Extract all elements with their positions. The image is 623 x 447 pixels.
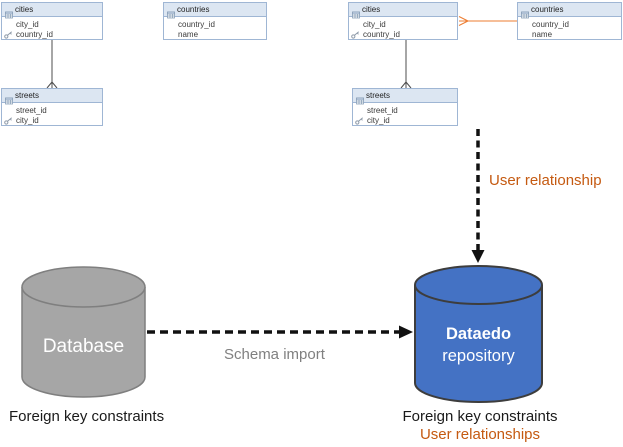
user-relationship-label: User relationship [489,172,602,189]
column-label: city_id [16,116,39,125]
repository-subtitle: repository [442,347,515,365]
table-icon [352,6,360,18]
entity-columns: country_id name [164,17,266,40]
column-label: country_id [178,20,215,29]
column-row: name [518,30,621,40]
foreign-key-icon [351,31,360,39]
entity-header: cities [349,3,457,18]
entity-header: countries [518,3,621,18]
schema-import-label: Schema import [224,346,325,363]
column-row: city_id [2,116,102,126]
user-relationship-connector [458,16,517,26]
entity-table-countries-right: countries country_id name [517,2,622,40]
column-label: country_id [532,20,569,29]
column-row: country_id [349,30,457,40]
table-icon [5,6,13,18]
fk-connector-right [400,40,412,89]
caption-foreign-key-constraints-right: Foreign key constraints [402,408,558,425]
entity-title: countries [531,5,564,14]
column-label: street_id [16,106,47,115]
database-cylinder: Database [21,266,146,398]
user-relationship-arrow [471,129,485,263]
entity-table-cities-right: cities city_id country_id [348,2,458,40]
entity-table-countries-left: countries country_id name [163,2,267,40]
column-label: name [178,30,199,39]
column-label: name [532,30,553,39]
foreign-key-icon [4,31,13,39]
entity-header: countries [164,3,266,18]
entity-columns: street_id city_id [2,103,102,126]
entity-title: countries [177,5,210,14]
column-label: country_id [16,30,53,39]
entity-columns: country_id name [518,17,621,40]
column-row: city_id [349,20,457,30]
entity-columns: city_id country_id [349,17,457,40]
entity-header: cities [2,3,102,18]
entity-columns: city_id country_id [2,17,102,40]
column-row: name [164,30,266,40]
column-row: country_id [518,20,621,30]
column-row: country_id [2,30,102,40]
column-row: street_id [2,106,102,116]
table-icon [5,92,13,104]
entity-title: streets [366,91,391,100]
column-label: street_id [367,106,398,115]
fk-connector-left [46,40,58,89]
entity-header: streets [2,89,102,104]
entity-table-streets-left: streets street_id city_id [1,88,103,126]
column-label: country_id [363,30,400,39]
entity-title: cities [15,5,34,14]
table-icon [356,92,364,104]
database-label: Database [43,336,124,357]
entity-title: streets [15,91,40,100]
repository-cylinder: Dataedo repository [414,265,543,403]
column-label: city_id [367,116,390,125]
column-row: street_id [353,106,457,116]
table-icon [167,6,175,18]
column-row: country_id [164,20,266,30]
entity-title: cities [362,5,381,14]
foreign-key-icon [4,117,13,125]
foreign-key-icon [355,117,364,125]
schema-import-arrow [147,325,413,339]
column-label: city_id [16,20,39,29]
caption-user-relationships: User relationships [419,426,541,443]
column-row: city_id [2,20,102,30]
column-row: city_id [353,116,457,126]
entity-header: streets [353,89,457,104]
caption-repository: Foreign key constraints User relationshi… [400,408,560,444]
entity-columns: street_id city_id [353,103,457,126]
table-icon [521,6,529,18]
repository-name: Dataedo [446,325,511,343]
column-label: city_id [363,20,386,29]
caption-foreign-key-constraints-left: Foreign key constraints [9,408,165,425]
entity-table-cities-left: cities city_id country_id [1,2,103,40]
entity-table-streets-right: streets street_id city_id [352,88,458,126]
